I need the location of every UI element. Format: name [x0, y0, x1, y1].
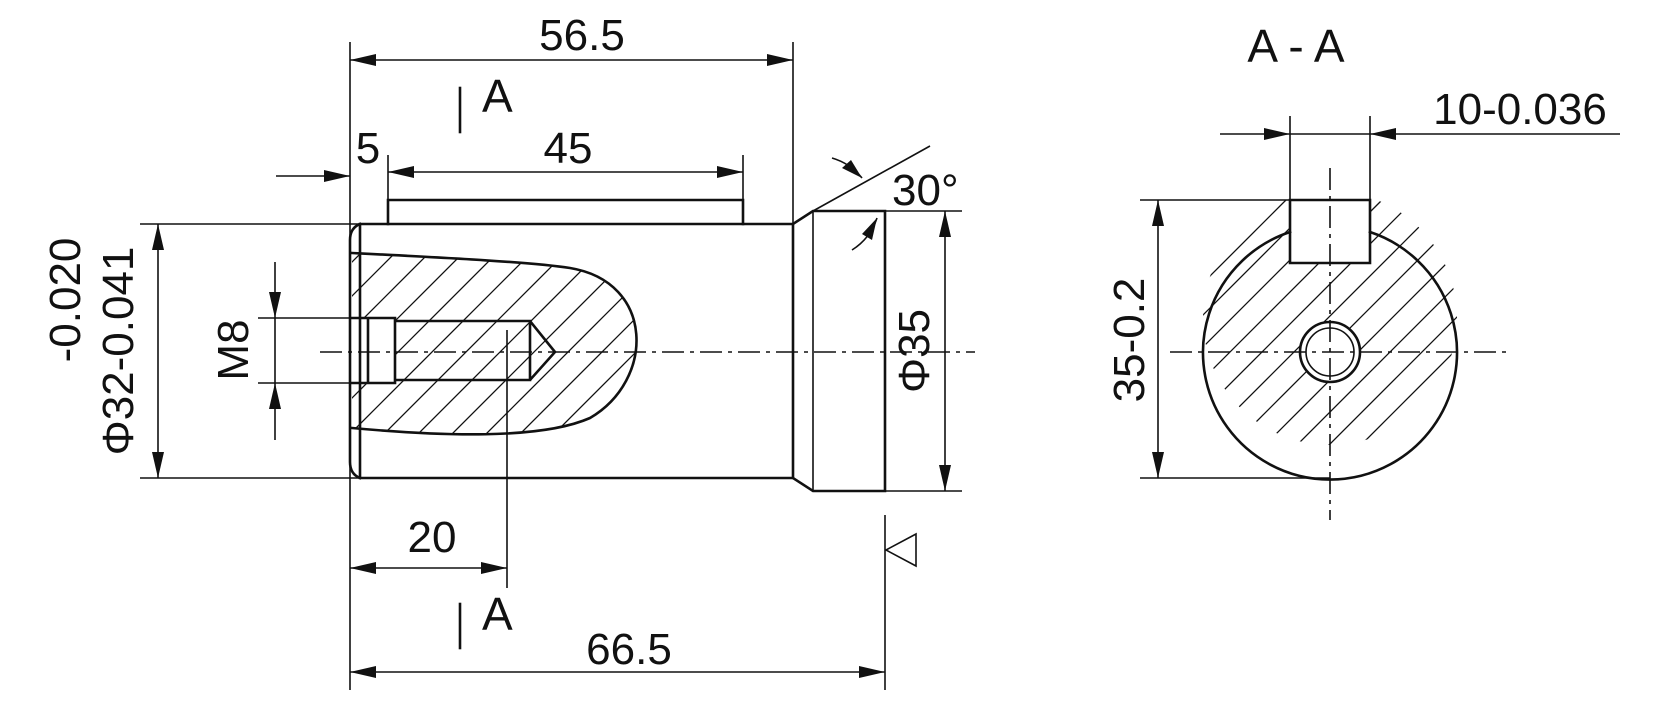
hatch-line: [352, 253, 375, 435]
section-label-bottom: A: [482, 588, 513, 640]
keyway: [386, 198, 745, 226]
hatch-line: [352, 253, 511, 435]
section-label-top: A: [482, 70, 513, 122]
hatch-line: [640, 240, 850, 450]
hatch-line: [1203, 199, 1457, 445]
flange-outline: [791, 209, 887, 493]
hatch-line: [435, 253, 637, 435]
section-view-title: A - A: [1247, 20, 1344, 72]
dim-shaft-dia-upper: -0.020: [41, 238, 90, 363]
dimensions-left: 56.5 45 5 20 66.5 Φ32-0.041 -0.020: [41, 11, 962, 690]
hatch-line: [1283, 199, 1457, 445]
shaft-outline: [358, 222, 795, 480]
hatch-line: [469, 253, 637, 435]
hatch-line: [1203, 199, 1223, 445]
section-break-line: [350, 251, 638, 436]
section-hatching-right: [1203, 199, 1457, 445]
hatch-line: [352, 253, 409, 435]
dim-key-length: 45: [544, 124, 593, 173]
dim-key-offset: 5: [356, 124, 380, 173]
dim-shaft-dia: Φ32-0.041: [94, 247, 143, 456]
hatch-line: [352, 253, 443, 435]
dim-key-height: 35-0.2: [1105, 278, 1154, 403]
left-chamfer: [348, 222, 362, 480]
surface-finish-symbol: [884, 532, 917, 568]
hatch-line: [1379, 199, 1457, 445]
dim-thread-depth: 20: [408, 513, 457, 562]
dim-body-length: 56.5: [539, 11, 625, 60]
hatch-line: [1203, 199, 1287, 445]
dim-flange-dia: Φ35: [890, 309, 939, 393]
dim-thread: M8: [209, 319, 258, 380]
hatch-line: [367, 253, 579, 435]
dim-overall-length: 66.5: [586, 625, 672, 674]
hatch-line: [1443, 199, 1457, 445]
hatch-line: [352, 253, 477, 435]
hatch-line: [571, 253, 637, 435]
hatch-line: [1347, 199, 1457, 445]
hatch-line: [674, 240, 884, 450]
hatch-line: [503, 253, 637, 435]
hatch-line: [352, 253, 545, 435]
section-view: A - A 10-0.036 35-0.2: [1105, 20, 1620, 520]
dim-key-width: 10-0.036: [1433, 85, 1607, 134]
hatch-line: [537, 253, 637, 435]
key-profile: [1288, 198, 1372, 265]
dim-chamfer-angle: 30°: [892, 166, 959, 215]
hatch-line: [1411, 199, 1457, 445]
hatch-line: [1203, 199, 1319, 445]
